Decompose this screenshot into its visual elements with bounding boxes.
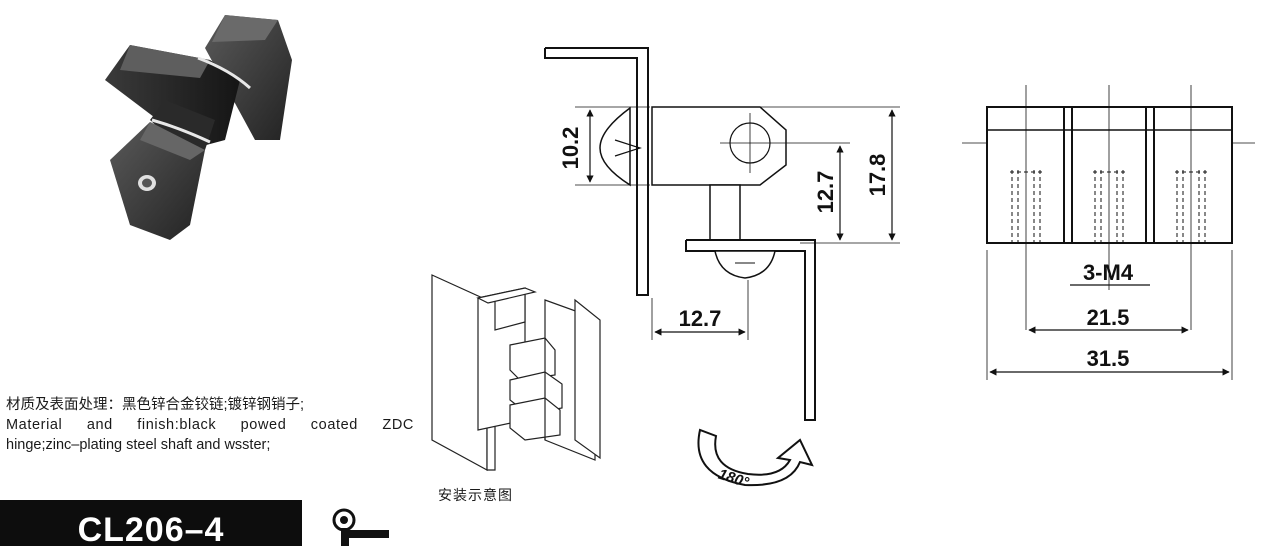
dim-bracket-height: 10.2 bbox=[558, 127, 583, 170]
dim-offset: 12.7 bbox=[679, 306, 722, 331]
rotation-label: 180° bbox=[716, 466, 752, 492]
install-sketch bbox=[431, 274, 601, 472]
dim-total-height: 17.8 bbox=[865, 154, 890, 197]
dim-pivot-height: 12.7 bbox=[813, 171, 838, 214]
material-description: 材质及表面处理：黑色锌合金铰链;镀锌钢销子; Material and fini… bbox=[6, 395, 414, 455]
thread-label: 3-M4 bbox=[1083, 260, 1134, 285]
install-caption: 安装示意图 bbox=[438, 487, 513, 503]
description-line-en-2: hinge;zinc–plating steel shaft and wsste… bbox=[6, 437, 271, 453]
dim-total-width: 31.5 bbox=[1087, 346, 1130, 371]
side-view-drawing bbox=[544, 47, 900, 421]
hinge-product-photo bbox=[105, 15, 292, 240]
dim-hole-spacing: 21.5 bbox=[1087, 305, 1130, 330]
description-line-en-1: Material and finish:black powed coated Z… bbox=[6, 417, 414, 433]
description-line-cn: 材质及表面处理：黑色锌合金铰链;镀锌钢销子; bbox=[6, 397, 305, 413]
model-label: CL206–4 bbox=[0, 500, 302, 546]
hinge-symbol-icon bbox=[332, 508, 389, 546]
rotation-arrow-icon bbox=[697, 428, 814, 487]
front-view-drawing bbox=[962, 85, 1255, 380]
